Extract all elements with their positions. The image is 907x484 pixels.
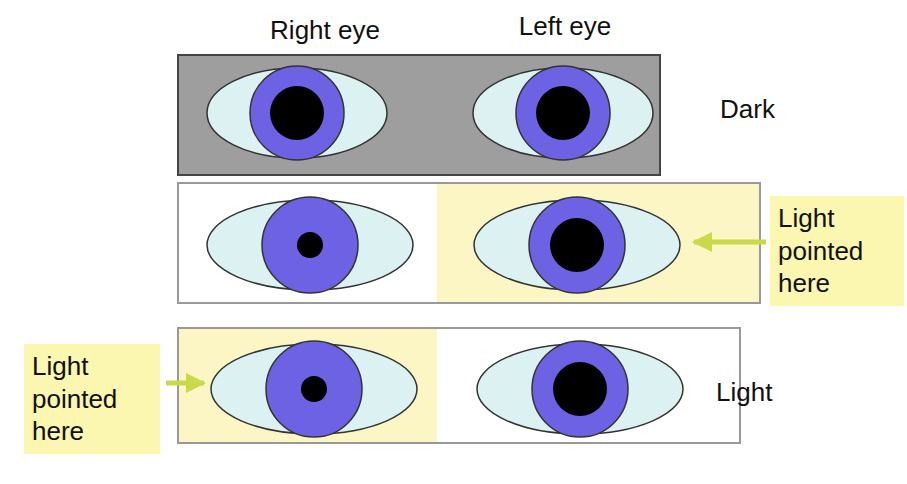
eye [473,66,653,160]
panel [178,183,760,303]
light-area [179,329,437,442]
eye [477,341,683,437]
leader-arrow [166,381,204,386]
callout-text: Light pointed here [32,350,152,448]
column-header: Right eye [270,15,380,46]
panel [178,328,740,443]
condition-label: Light [716,377,772,408]
callout-box: Light pointed here [770,196,904,306]
callout-text: Light pointed here [778,202,896,300]
condition-label: Dark [720,94,775,125]
callout-box: Light pointed here [24,344,160,454]
dark-panel [178,55,660,175]
eye [474,197,680,293]
column-header: Left eye [519,11,612,42]
eye [207,66,387,160]
eye [211,341,417,437]
leader-arrow [694,240,766,245]
eye [207,197,413,293]
